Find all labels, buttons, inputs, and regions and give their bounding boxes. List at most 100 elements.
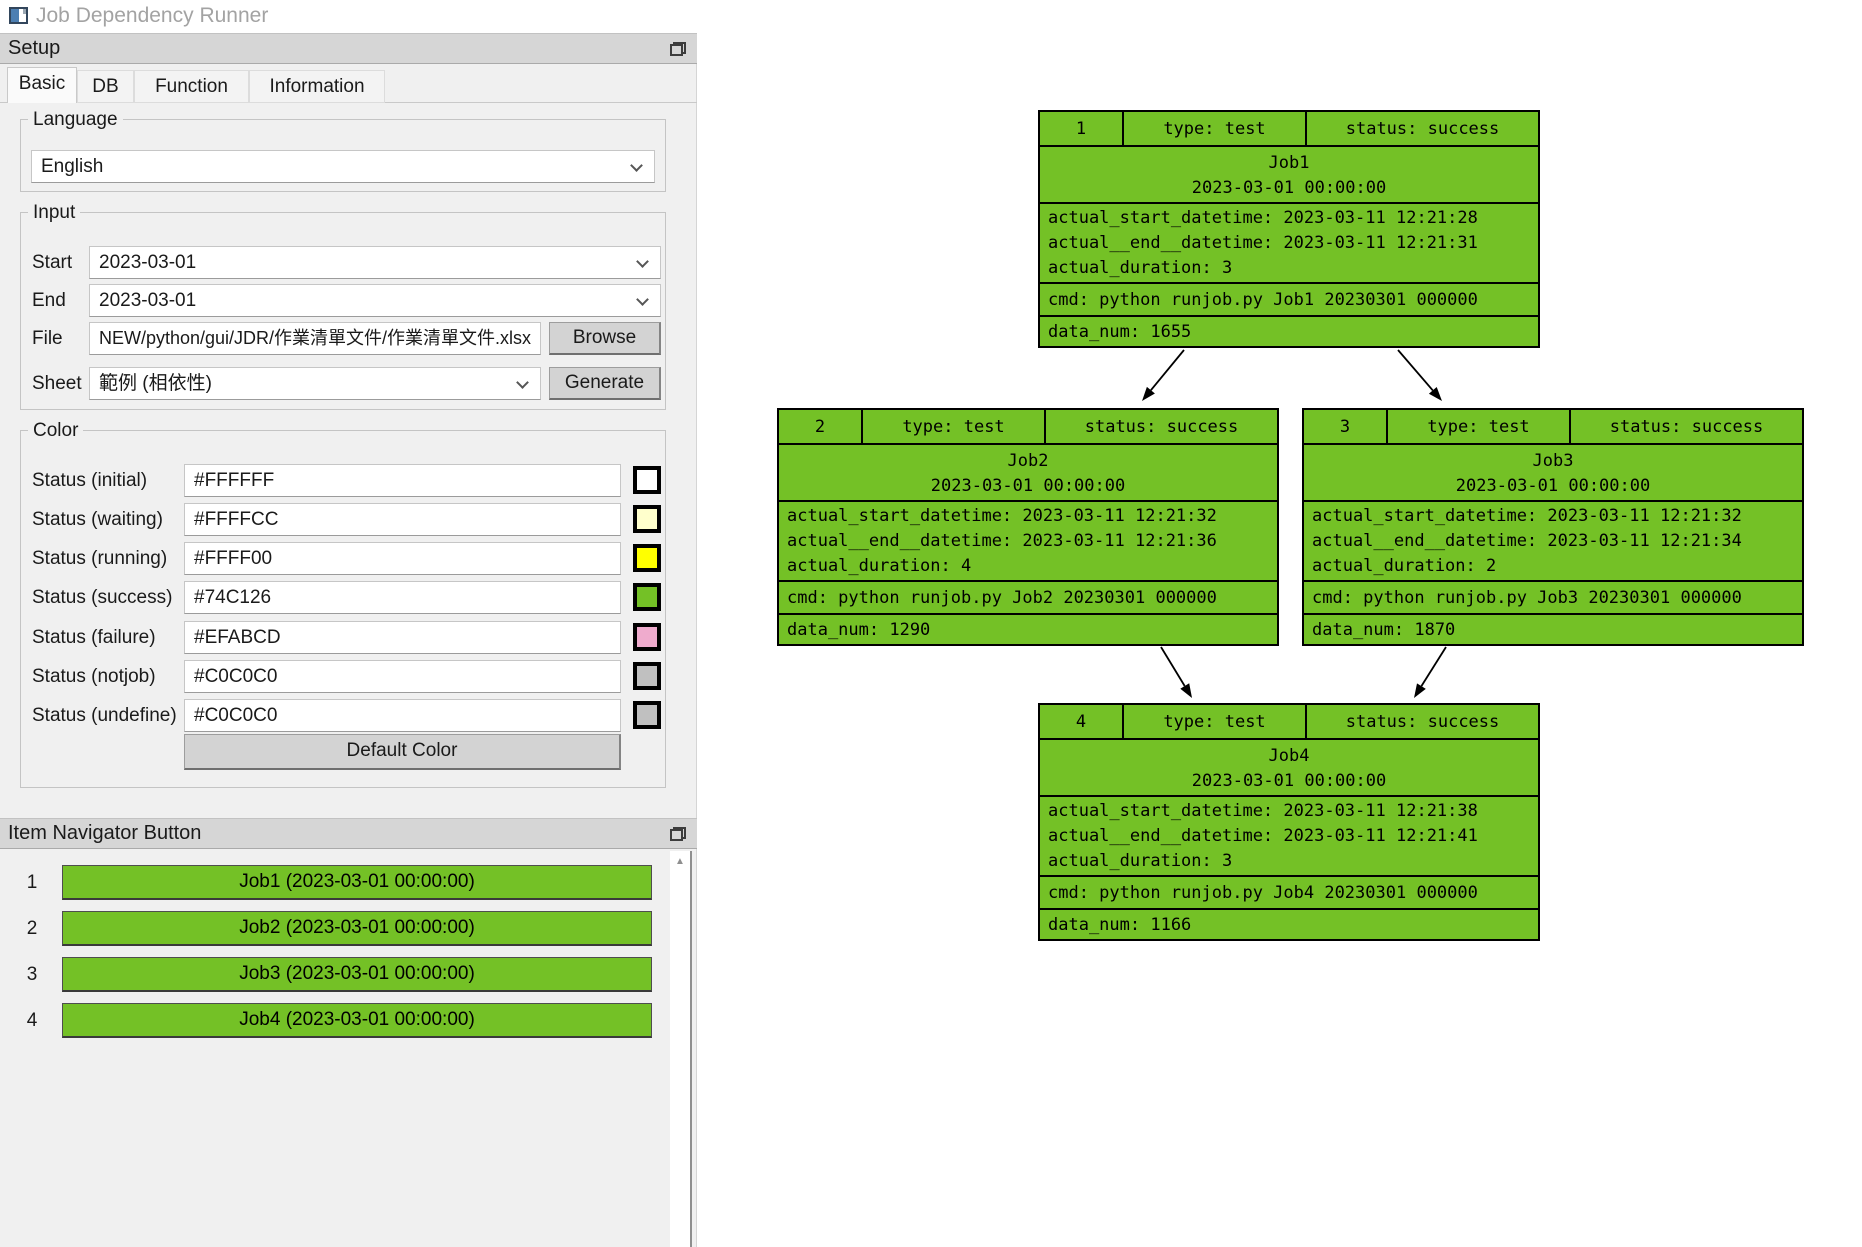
status-running-input[interactable]: #FFFF00 <box>184 542 621 575</box>
window-title: Job Dependency Runner <box>36 4 269 27</box>
status-notjob-input[interactable]: #C0C0C0 <box>184 660 621 693</box>
setup-panel-header: Setup <box>0 33 697 64</box>
input-groupbox: Input Start 2023-03-01 End 2023-03-01 Fi… <box>20 202 666 410</box>
node-cmd: cmd: python runjob.py Job2 20230301 0000… <box>779 580 1277 613</box>
node-actual-end: actual__end__datetime: 2023-03-11 12:21:… <box>1048 826 1478 846</box>
node-actual-start: actual_start_datetime: 2023-03-11 12:21:… <box>1048 801 1478 821</box>
generate-button[interactable]: Generate <box>549 367 661 400</box>
end-label: End <box>32 290 66 311</box>
language-group-label: Language <box>28 109 123 131</box>
item-number: 3 <box>26 964 38 985</box>
navigator-panel-title: Item Navigator Button <box>8 822 202 844</box>
color-groupbox: Color Status (initial) #FFFFFF Status (w… <box>20 420 666 788</box>
setup-panel-title: Setup <box>8 37 61 59</box>
app-icon <box>9 7 28 24</box>
language-value: English <box>41 156 104 177</box>
color-group-label: Color <box>28 420 84 442</box>
job2-navigator-button[interactable]: Job2 (2023-03-01 00:00:00) <box>62 911 652 946</box>
status-success-label: Status (success) <box>32 587 173 608</box>
sheet-label: Sheet <box>32 373 82 394</box>
chevron-down-icon <box>630 159 643 172</box>
float-panel-icon[interactable] <box>670 42 686 56</box>
node-job-name: Job1 <box>1268 153 1310 173</box>
node-header: 2 type: test status: success <box>779 410 1277 443</box>
tab-basic[interactable]: Basic <box>7 67 77 103</box>
node-actual-start: actual_start_datetime: 2023-03-11 12:21:… <box>1048 208 1478 228</box>
setup-dock-panel: Setup Basic DB Function Information Lang… <box>0 33 697 1247</box>
status-initial-label: Status (initial) <box>32 470 148 491</box>
scroll-up-icon[interactable]: ▲ <box>675 856 685 867</box>
node-job-name: Job2 <box>1007 451 1049 471</box>
node-actual-end: actual__end__datetime: 2023-03-11 12:21:… <box>1312 531 1742 551</box>
sheet-select[interactable]: 範例 (相依性) <box>89 367 541 400</box>
job2-node[interactable]: 2 type: test status: success Job2 2023-0… <box>777 408 1279 646</box>
tab-information[interactable]: Information <box>249 70 385 103</box>
node-actual-duration: actual_duration: 2 <box>1312 556 1497 576</box>
dependency-edges <box>1142 349 1447 698</box>
start-date-select[interactable]: 2023-03-01 <box>89 246 661 279</box>
node-details: actual_start_datetime: 2023-03-11 12:21:… <box>1040 202 1538 282</box>
node-type: type: test <box>1122 112 1305 145</box>
start-label: Start <box>32 252 73 273</box>
node-cmd: cmd: python runjob.py Job3 20230301 0000… <box>1304 580 1802 613</box>
end-date-select[interactable]: 2023-03-01 <box>89 284 661 317</box>
status-failure-swatch <box>633 623 661 651</box>
item-number: 2 <box>26 918 38 939</box>
node-job-name: Job3 <box>1532 451 1574 471</box>
status-waiting-input[interactable]: #FFFFCC <box>184 503 621 536</box>
node-datetime: 2023-03-01 00:00:00 <box>930 476 1126 496</box>
status-failure-label: Status (failure) <box>32 627 156 648</box>
node-actual-duration: actual_duration: 3 <box>1048 258 1233 278</box>
file-label: File <box>32 328 63 349</box>
default-color-button[interactable]: Default Color <box>184 734 621 770</box>
input-group-label: Input <box>28 202 81 224</box>
setup-tabbar: Basic DB Function Information <box>0 67 697 103</box>
status-undefine-input[interactable]: #C0C0C0 <box>184 699 621 732</box>
language-groupbox: Language English <box>20 109 666 192</box>
node-actual-end: actual__end__datetime: 2023-03-11 12:21:… <box>1048 233 1478 253</box>
navigator-scrollbar[interactable]: ▲ <box>670 851 692 1247</box>
job1-navigator-button[interactable]: Job1 (2023-03-01 00:00:00) <box>62 865 652 900</box>
node-details: actual_start_datetime: 2023-03-11 12:21:… <box>1040 795 1538 875</box>
language-select[interactable]: English <box>31 150 655 183</box>
float-panel-icon[interactable] <box>670 827 686 841</box>
node-actual-start: actual_start_datetime: 2023-03-11 12:21:… <box>787 506 1217 526</box>
job1-node[interactable]: 1 type: test status: success Job1 2023-0… <box>1038 110 1540 348</box>
node-details: actual_start_datetime: 2023-03-11 12:21:… <box>779 500 1277 580</box>
node-index: 1 <box>1075 118 1087 139</box>
job3-node[interactable]: 3 type: test status: success Job3 2023-0… <box>1302 408 1804 646</box>
status-initial-swatch <box>633 466 661 494</box>
node-datetime: 2023-03-01 00:00:00 <box>1191 771 1387 791</box>
tab-function[interactable]: Function <box>134 70 249 103</box>
job4-navigator-button[interactable]: Job4 (2023-03-01 00:00:00) <box>62 1003 652 1038</box>
node-title: Job2 2023-03-01 00:00:00 <box>779 443 1277 500</box>
browse-button[interactable]: Browse <box>549 322 661 355</box>
status-failure-input[interactable]: #EFABCD <box>184 621 621 654</box>
status-initial-input[interactable]: #FFFFFF <box>184 464 621 497</box>
node-cmd: cmd: python runjob.py Job4 20230301 0000… <box>1040 875 1538 908</box>
node-actual-duration: actual_duration: 3 <box>1048 851 1233 871</box>
sheet-value: 範例 (相依性) <box>99 373 212 394</box>
node-details: actual_start_datetime: 2023-03-11 12:21:… <box>1304 500 1802 580</box>
node-status: status: success <box>1044 410 1277 443</box>
node-status: status: success <box>1569 410 1802 443</box>
node-header: 4 type: test status: success <box>1040 705 1538 738</box>
node-data-num: data_num: 1655 <box>1040 315 1538 346</box>
status-undefine-swatch <box>633 701 661 729</box>
node-data-num: data_num: 1870 <box>1304 613 1802 644</box>
dependency-graph-canvas: 1 type: test status: success Job1 2023-0… <box>698 0 1862 1247</box>
node-type: type: test <box>1122 705 1305 738</box>
node-status: status: success <box>1305 705 1538 738</box>
job4-node[interactable]: 4 type: test status: success Job4 2023-0… <box>1038 703 1540 941</box>
file-path-input[interactable]: NEW/python/gui/JDR/作業清單文件/作業清單文件.xlsx <box>89 322 541 355</box>
status-waiting-swatch <box>633 505 661 533</box>
job3-navigator-button[interactable]: Job3 (2023-03-01 00:00:00) <box>62 957 652 992</box>
status-running-swatch <box>633 544 661 572</box>
node-datetime: 2023-03-01 00:00:00 <box>1455 476 1651 496</box>
node-title: Job1 2023-03-01 00:00:00 <box>1040 145 1538 202</box>
tab-db[interactable]: DB <box>77 70 134 103</box>
status-success-input[interactable]: #74C126 <box>184 581 621 614</box>
status-notjob-label: Status (notjob) <box>32 666 156 687</box>
status-success-swatch <box>633 583 661 611</box>
chevron-down-icon <box>516 376 529 389</box>
